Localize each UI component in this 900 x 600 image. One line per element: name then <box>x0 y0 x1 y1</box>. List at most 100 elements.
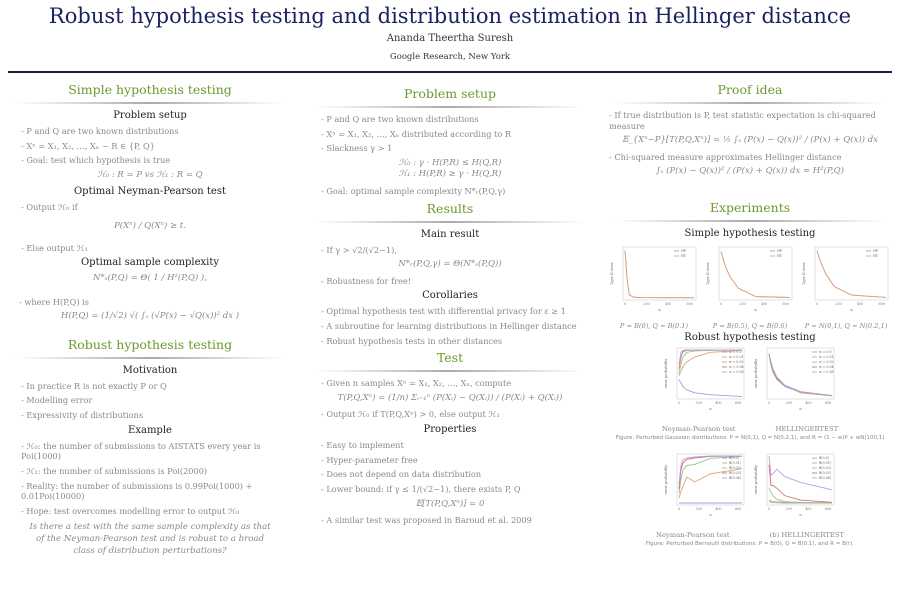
legend-label: B(0.04) <box>819 476 831 480</box>
x-tick-label: 0 <box>768 401 770 405</box>
equation: H(P,Q) = (1/√2) √( ∫ₓ (√P(x) − √Q(x))² d… <box>60 311 240 322</box>
subsection-title: Simple hypothesis testing <box>684 227 816 239</box>
equation: N*ᵣ(P,Q,γ) = Θ(N*ₛ(P,Q)) <box>398 259 502 270</box>
section-title: Proof idea <box>717 82 783 97</box>
x-tick-label: 200 <box>696 401 702 405</box>
plot-area <box>814 246 889 301</box>
x-tick-label: 0 <box>624 302 626 306</box>
plot-caption: P = N(0,1), Q = N(0.2,1) <box>804 321 888 330</box>
plot-area <box>766 453 835 506</box>
column-left: Simple hypothesis testing Problem setup … <box>5 78 295 557</box>
bullet: A subroutine for learning distributions … <box>321 321 595 332</box>
bullet: Slackness γ > 1 <box>321 143 595 154</box>
subsection-title: Corollaries <box>422 290 478 302</box>
y-axis-label: error probability <box>664 359 668 389</box>
y-axis-label: Type II error <box>802 262 806 285</box>
bullet: Optimal hypothesis test with differentia… <box>321 306 595 317</box>
x-tick-label: 0 <box>678 401 680 405</box>
bullet: A similar test was proposed in Baroud et… <box>321 515 595 526</box>
x-tick-label: 400 <box>805 401 811 405</box>
bullet: Modelling error <box>21 395 295 406</box>
series-line <box>768 353 833 397</box>
legend-label: w = 0.04 <box>819 365 834 369</box>
x-tick-label: 400 <box>665 302 671 306</box>
bullet: Hyper-parameter free <box>321 455 595 466</box>
legend-label: w = 0.08 <box>819 370 834 374</box>
y-axis-label: Type II error <box>610 262 614 285</box>
x-axis-label: n <box>658 308 661 312</box>
figure-caption: Figure: Perturbed Gaussian distributions… <box>615 434 885 441</box>
bullet: If true distribution is P, test statisti… <box>609 110 895 131</box>
bullet: Chi-squared measure approximates Helling… <box>609 152 895 163</box>
x-tick-label: 200 <box>786 507 792 511</box>
bullet: Output ℋ₀ if <box>21 202 295 213</box>
section-rule <box>315 370 585 373</box>
bullet: Goal: test which hypothesis is true <box>21 155 295 166</box>
subsection-title: Main result <box>420 228 480 240</box>
x-tick-label: 200 <box>696 507 702 511</box>
column-middle: Problem setup P and Q are two known dist… <box>305 82 595 530</box>
series-line <box>678 349 743 376</box>
bullet: Given n samples Xⁿ = X₁, X₂, …, Xₙ, comp… <box>321 378 595 389</box>
subfigure-label: Neyman-Pearson test <box>661 424 736 433</box>
x-tick-label: 0 <box>768 507 770 511</box>
x-axis-label: n <box>799 513 802 517</box>
author: Ananda Theertha Suresh <box>386 33 514 44</box>
x-axis-label: n <box>850 308 853 312</box>
section-title: Problem setup <box>403 86 497 101</box>
series-line <box>678 455 743 489</box>
x-tick-label: 400 <box>805 507 811 511</box>
series-line <box>678 468 743 499</box>
legend-label: B(0.01) <box>729 461 741 465</box>
equation: 𝔼[T(P,Q,Xⁿ)] = 0 <box>415 498 485 509</box>
series-line <box>768 353 833 396</box>
bullet: Easy to implement <box>321 440 595 451</box>
poster-title: Robust hypothesis testing and distributi… <box>48 4 852 28</box>
legend-label: w = 0.0 <box>819 350 832 354</box>
y-axis-label: error probability <box>664 465 668 495</box>
subsection-title: Example <box>128 424 172 436</box>
series-line <box>768 455 833 491</box>
legend-label: w = 0.02 <box>819 360 834 364</box>
legend-label: B(0.03) <box>729 471 741 475</box>
legend-label: B(0.04) <box>729 476 741 480</box>
subsection-title: Optimal sample complexity <box>80 257 220 269</box>
bullet: Robust hypothesis tests in other distanc… <box>321 336 595 347</box>
text: where H(P,Q) is <box>19 297 295 308</box>
x-tick-label: 600 <box>783 302 789 306</box>
legend-label: NP <box>873 249 879 253</box>
x-tick-label: 200 <box>739 302 745 306</box>
section-title: Experiments <box>709 199 791 215</box>
bullet: P and Q are two known distributions <box>321 114 595 125</box>
equation: ℋ₁ : H(P,R) ≥ γ · H(Q,R) <box>398 169 502 180</box>
x-axis-label: n <box>709 407 712 411</box>
equation: ℋ₀ : R = P vs ℋ₁ : R = Q <box>97 169 203 180</box>
bullet: ℋ₁: the number of submissions is Poi(200… <box>21 466 295 477</box>
x-axis-label: n <box>709 513 712 517</box>
legend-label: HT <box>681 254 687 258</box>
section-title: Simple hypothesis testing <box>68 82 232 97</box>
subfigure-label: (b) HELLINGERTEST <box>769 530 845 539</box>
x-tick-label: 400 <box>761 302 767 306</box>
bullet: Else output ℋ₁ <box>21 243 295 254</box>
bullet: Output ℋ₀ if T(P,Q,Xⁿ) > 0, else output … <box>321 409 595 420</box>
x-axis-label: n <box>754 308 757 312</box>
series-line <box>678 455 742 485</box>
legend-label: w = 0.02 <box>729 360 744 364</box>
x-tick-label: 0 <box>816 302 818 306</box>
section-rule <box>615 219 885 222</box>
section-rule <box>15 356 285 359</box>
bullet: Does not depend on data distribution <box>321 469 595 480</box>
legend-label: B(0.0) <box>729 456 739 460</box>
x-tick-label: 600 <box>735 507 741 511</box>
section-rule <box>615 102 885 104</box>
legend-label: w = 0.0 <box>729 350 742 354</box>
x-tick-label: 200 <box>786 401 792 405</box>
series-line <box>768 464 833 503</box>
figure-caption: Figure: Perturbed Bernoulli distribution… <box>645 540 855 547</box>
x-tick-label: 600 <box>879 302 885 306</box>
series-line <box>678 455 743 494</box>
legend-label: w = 0.08 <box>729 370 744 374</box>
